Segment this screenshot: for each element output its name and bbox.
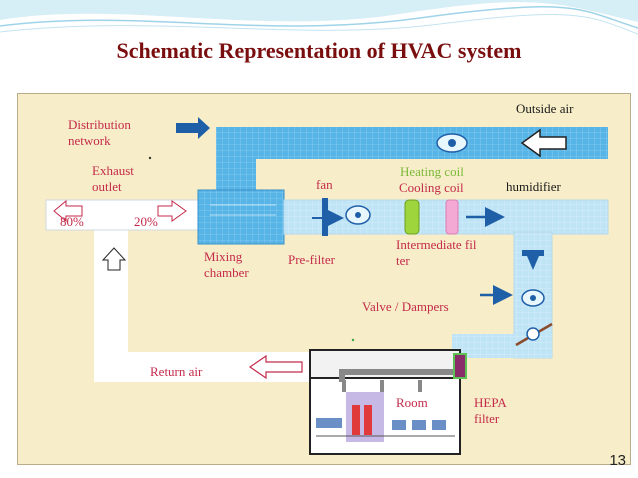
pct-20-label: 20%	[134, 214, 158, 229]
intermediate-filter-icon	[522, 250, 544, 270]
supply-riser-duct	[216, 127, 256, 193]
intermediate-filter-label: Intermediate filter	[396, 237, 477, 268]
return-up-arrow-icon	[101, 247, 127, 271]
cooling-coil-label: Cooling coil	[399, 180, 464, 195]
ahu-fan-icon	[345, 205, 371, 225]
pre-filter-label: Pre-filter	[288, 252, 335, 267]
room-enclosure	[309, 349, 461, 455]
distribution-arrow-icon	[176, 117, 210, 139]
valve-damper-icon	[515, 322, 553, 347]
pct-80-label: 80%	[60, 214, 84, 229]
heating-coil-icon	[404, 199, 420, 235]
return-air-arrow-icon	[248, 354, 303, 380]
humidifier-label: humidifier	[506, 179, 561, 194]
cooling-coil-icon	[445, 199, 459, 235]
exhaust-outlet-label: Exhaust outlet	[92, 163, 134, 194]
heating-coil-label: Heating coil	[400, 164, 464, 179]
valve-dampers-label: Valve / Dampers	[362, 299, 449, 314]
recirc-20-arrow-icon	[157, 200, 187, 222]
mixing-chamber-box	[197, 189, 285, 245]
room-label: Room	[396, 395, 428, 410]
page-number: 13	[609, 452, 626, 469]
hepa-filter-icon	[453, 353, 467, 379]
slide-title: Schematic Representation of HVAC system	[116, 38, 522, 63]
hepa-filter-label: HEPA filter	[474, 395, 507, 426]
return-air-label: Return air	[150, 364, 203, 379]
exhaust-80-arrow-icon	[53, 199, 83, 223]
distribution-network-label: Distribution network	[68, 117, 131, 148]
header-wave-decoration	[0, 0, 638, 35]
outside-air-arrow-icon	[520, 128, 567, 158]
outside-air-fan-icon	[436, 133, 468, 153]
mixing-chamber-label: Mixing chamber	[204, 249, 249, 280]
damper-fan-icon	[521, 289, 545, 307]
fan-label: fan	[316, 177, 333, 192]
outside-air-label: Outside air	[516, 101, 574, 116]
